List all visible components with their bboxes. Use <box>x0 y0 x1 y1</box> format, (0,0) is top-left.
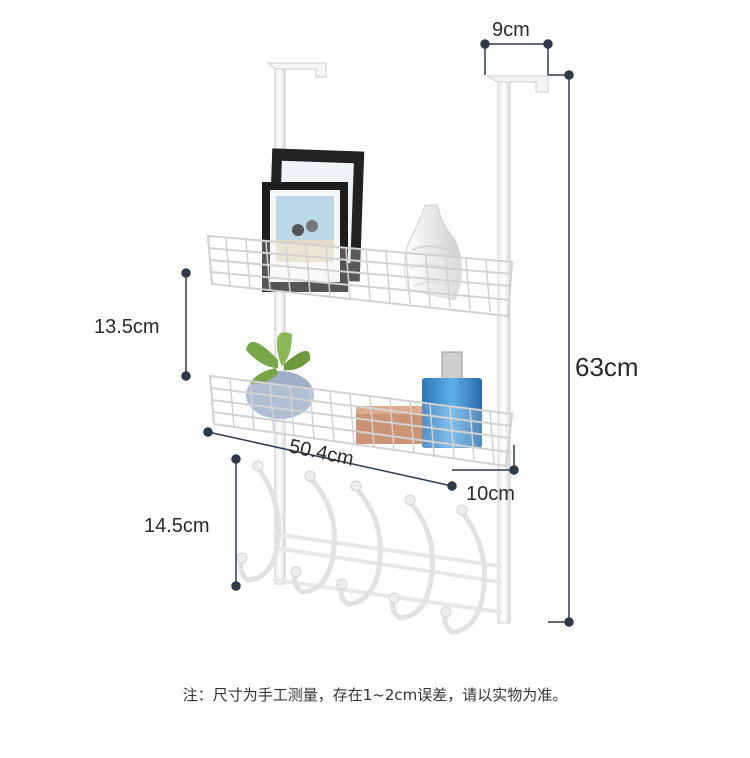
top-shelf-basket <box>206 234 514 318</box>
photo-frame-icon <box>262 148 365 292</box>
hook-depth-label: 9cm <box>492 19 530 41</box>
shelf-gap-label: 13.5cm <box>94 316 160 338</box>
dimension-lines <box>181 39 574 627</box>
hook-tips <box>236 460 468 618</box>
shelf-depth-label: 10cm <box>466 483 515 505</box>
hook-height-label: 14.5cm <box>144 515 210 537</box>
rack-frame <box>266 62 549 624</box>
perfume-bottle-icon <box>422 351 482 448</box>
coat-hooks <box>238 465 502 635</box>
measurement-note: 注：尺寸为手工测量，存在1~2cm误差，请以实物为准。 <box>182 686 568 704</box>
bottom-shelf-basket <box>208 374 514 468</box>
total-height-label: 63cm <box>575 352 639 382</box>
